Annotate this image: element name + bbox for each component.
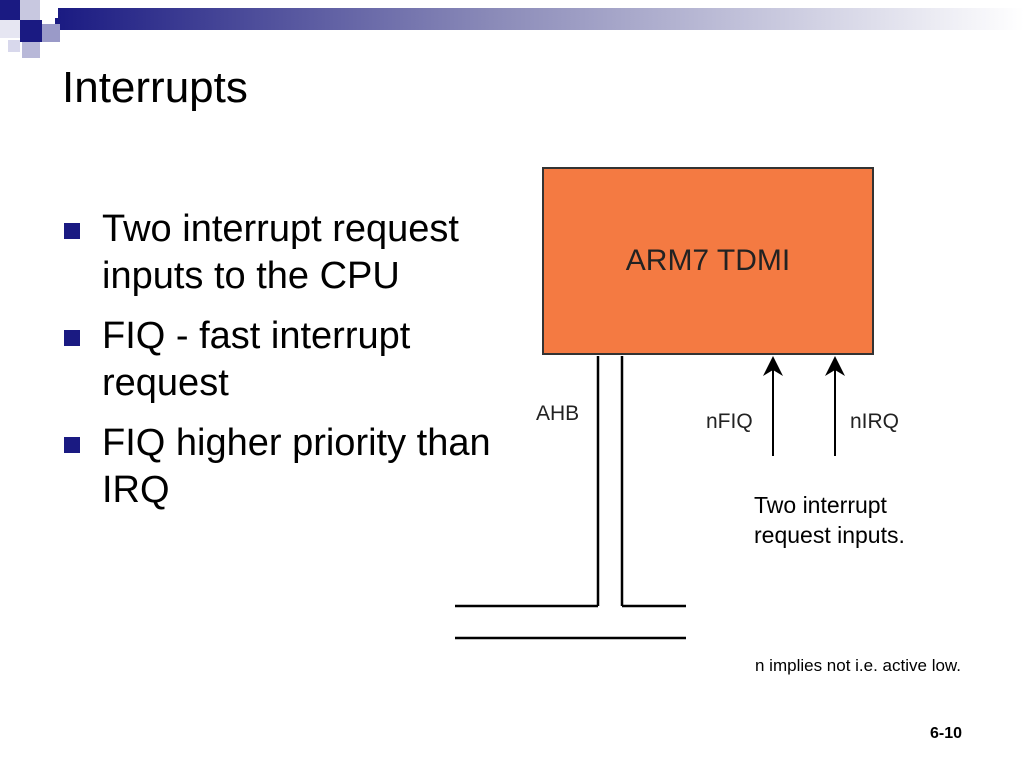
slide-title: Interrupts <box>62 63 248 112</box>
bullet-text: FIQ higher priority than IRQ <box>102 422 491 511</box>
bullet-list: Two interrupt request inputs to the CPU … <box>62 206 522 527</box>
nirq-label: nIRQ <box>850 410 899 433</box>
cpu-block <box>542 167 874 355</box>
bullet-item: FIQ higher priority than IRQ <box>62 420 522 514</box>
nfiq-label: nFIQ <box>706 410 753 433</box>
square-bullet-icon <box>64 330 80 346</box>
cpu-label: ARM7 TDMI <box>626 244 790 277</box>
cpu-interrupt-diagram: ARM7 TDMI AHB nFIQ nIRQ <box>455 167 899 640</box>
page-number: 6-10 <box>929 725 962 742</box>
inputs-note: Two interrupt request inputs. <box>754 492 905 548</box>
bullet-item: Two interrupt request inputs to the CPU <box>62 206 522 300</box>
square-bullet-icon <box>64 437 80 453</box>
bullet-item: FIQ - fast interrupt request <box>62 313 522 407</box>
square-bullet-icon <box>64 223 80 239</box>
ahb-label: AHB <box>536 402 579 425</box>
bullet-text: Two interrupt request inputs to the CPU <box>102 208 459 297</box>
header-decoration <box>0 0 1024 58</box>
active-low-note: n implies not i.e. active low. <box>755 656 961 675</box>
bullet-text: FIQ - fast interrupt request <box>102 315 411 404</box>
